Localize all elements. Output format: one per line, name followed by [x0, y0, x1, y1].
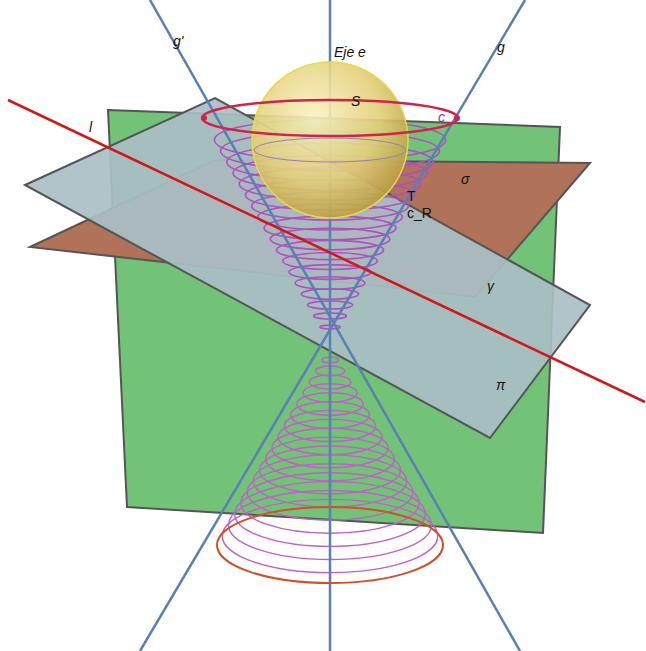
line-label: l	[88, 120, 93, 134]
line-label: g'	[172, 34, 184, 48]
curve-label: c	[437, 110, 446, 124]
sphere	[252, 62, 408, 218]
sphere-label: S	[350, 94, 361, 108]
point	[454, 115, 460, 121]
point	[201, 115, 207, 121]
plane-label: γ	[486, 279, 495, 293]
axis-label: Eje e	[333, 45, 367, 59]
point-label: T	[406, 189, 417, 203]
bottom-circle	[217, 507, 443, 583]
generatrix-g-prime	[150, 0, 520, 651]
line-l	[8, 100, 645, 402]
top-circle	[202, 100, 458, 136]
curve-label: c_R	[406, 206, 433, 220]
generatrix-g	[140, 0, 525, 651]
tangent-circle	[254, 138, 406, 162]
line-label: g	[496, 40, 506, 54]
plane-label: π	[495, 378, 506, 392]
plane-label: σ	[460, 172, 470, 186]
